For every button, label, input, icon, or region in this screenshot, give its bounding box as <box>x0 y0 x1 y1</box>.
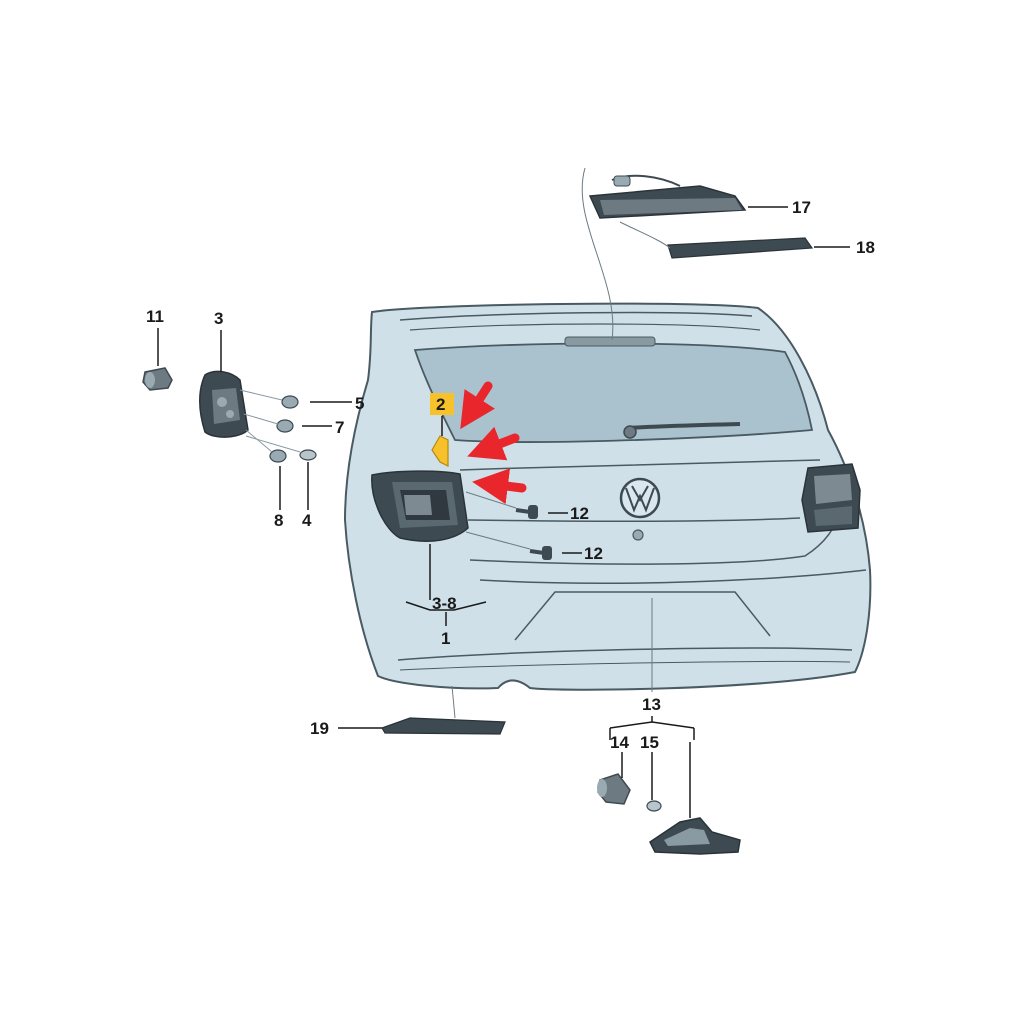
callout-11: 11 <box>146 307 164 326</box>
part-4-bulb <box>299 449 317 461</box>
callout-3: 3 <box>214 309 223 328</box>
callout-3-8: 3-8 <box>432 594 457 613</box>
car-left-tail-light <box>371 470 469 542</box>
part-2-bracket <box>431 435 449 467</box>
callout-4: 4 <box>302 511 312 530</box>
callout-14: 14 <box>610 733 629 752</box>
part-7-bulb <box>276 419 294 433</box>
tailgate-handle <box>632 529 644 541</box>
part-3-tail-light-housing <box>199 370 249 438</box>
leader-19-to-car <box>451 685 456 719</box>
callout-19: 19 <box>310 719 329 738</box>
tailgate-line-lower <box>467 517 801 523</box>
callout-7: 7 <box>335 418 344 437</box>
leaders-12 <box>465 491 531 550</box>
leader-18-to-17 <box>619 221 671 249</box>
callout-5: 5 <box>355 394 364 413</box>
callout-labels: 1 2 3 3-8 4 5 7 8 11 12 12 13 14 15 17 1… <box>146 198 875 752</box>
bumper-diffuser <box>514 591 771 641</box>
callout-12-lower: 12 <box>584 544 603 563</box>
red-arrow-1 <box>460 381 495 430</box>
car-right-tail-light <box>801 463 861 533</box>
part-11-bulb-holder <box>142 367 173 391</box>
car-rear-body <box>343 302 872 691</box>
callout-18: 18 <box>856 238 875 257</box>
red-arrow-3 <box>472 468 527 505</box>
part-5-bulb <box>281 395 299 409</box>
callout-8: 8 <box>274 511 283 530</box>
rear-wiper <box>627 422 741 430</box>
part-17-third-brake-light <box>588 174 747 219</box>
bumper-lower-strip-2 <box>399 660 851 671</box>
bumper-line <box>479 569 867 585</box>
red-arrows <box>460 381 527 505</box>
callout-15: 15 <box>640 733 659 752</box>
callout-13: 13 <box>642 695 661 714</box>
callout-1: 1 <box>441 629 450 648</box>
red-arrow-2 <box>467 426 520 461</box>
tailgate-line-upper <box>459 459 821 471</box>
part-14-bulb-socket <box>597 773 631 805</box>
roof-edge <box>399 311 753 321</box>
part-13-license-lamp <box>649 817 741 855</box>
roof-spoiler <box>409 323 761 331</box>
vw-logo <box>619 477 661 519</box>
part-15-bulb <box>646 800 662 812</box>
callout-2-highlight <box>430 393 454 415</box>
bumper-lower-strip <box>397 647 853 661</box>
part-18-seal <box>667 237 814 259</box>
rear-window <box>413 342 814 443</box>
part-12-screw-upper <box>515 505 538 519</box>
leader-17-to-car <box>581 167 614 341</box>
part-19-reflector-strip <box>381 717 506 735</box>
callout-2: 2 <box>436 395 445 414</box>
part-3-connectors <box>239 389 301 453</box>
part-12-screw-lower <box>529 546 552 560</box>
callout-17: 17 <box>792 198 811 217</box>
callout-12-upper: 12 <box>570 504 589 523</box>
car-third-brake-light <box>564 336 656 347</box>
wiper-pivot <box>623 425 637 439</box>
callout-leaders <box>157 206 850 818</box>
part-8-bulb <box>269 449 287 463</box>
